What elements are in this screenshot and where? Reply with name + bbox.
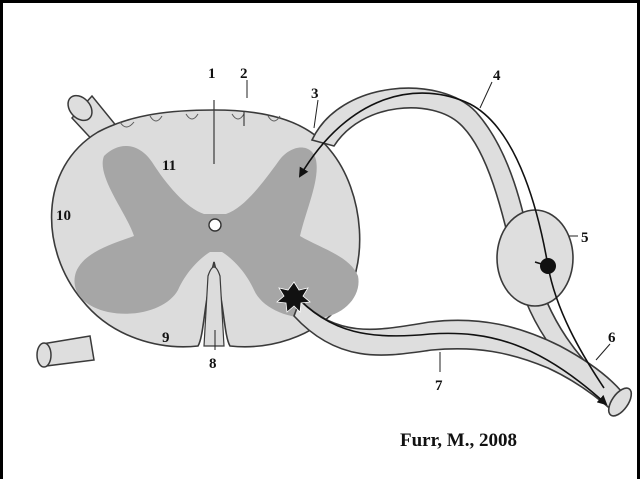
label-11: 11 (162, 158, 176, 174)
ventral-root (294, 300, 622, 412)
lower-left-root-end (37, 343, 51, 367)
label-6: 6 (608, 330, 616, 346)
dorsal-root-ganglion (497, 210, 573, 306)
label-5: 5 (581, 230, 589, 246)
central-canal (209, 219, 221, 231)
label-1: 1 (208, 66, 216, 82)
label-2: 2 (240, 66, 248, 82)
figure-credit: Furr, M., 2008 (400, 430, 517, 451)
leader-3 (314, 100, 318, 128)
leader-4 (480, 82, 492, 108)
leader-6 (596, 344, 610, 360)
label-7: 7 (435, 378, 443, 394)
label-10: 10 (56, 208, 71, 224)
label-9: 9 (162, 330, 170, 346)
label-8: 8 (209, 356, 217, 372)
label-3: 3 (311, 86, 319, 102)
label-4: 4 (493, 68, 501, 84)
